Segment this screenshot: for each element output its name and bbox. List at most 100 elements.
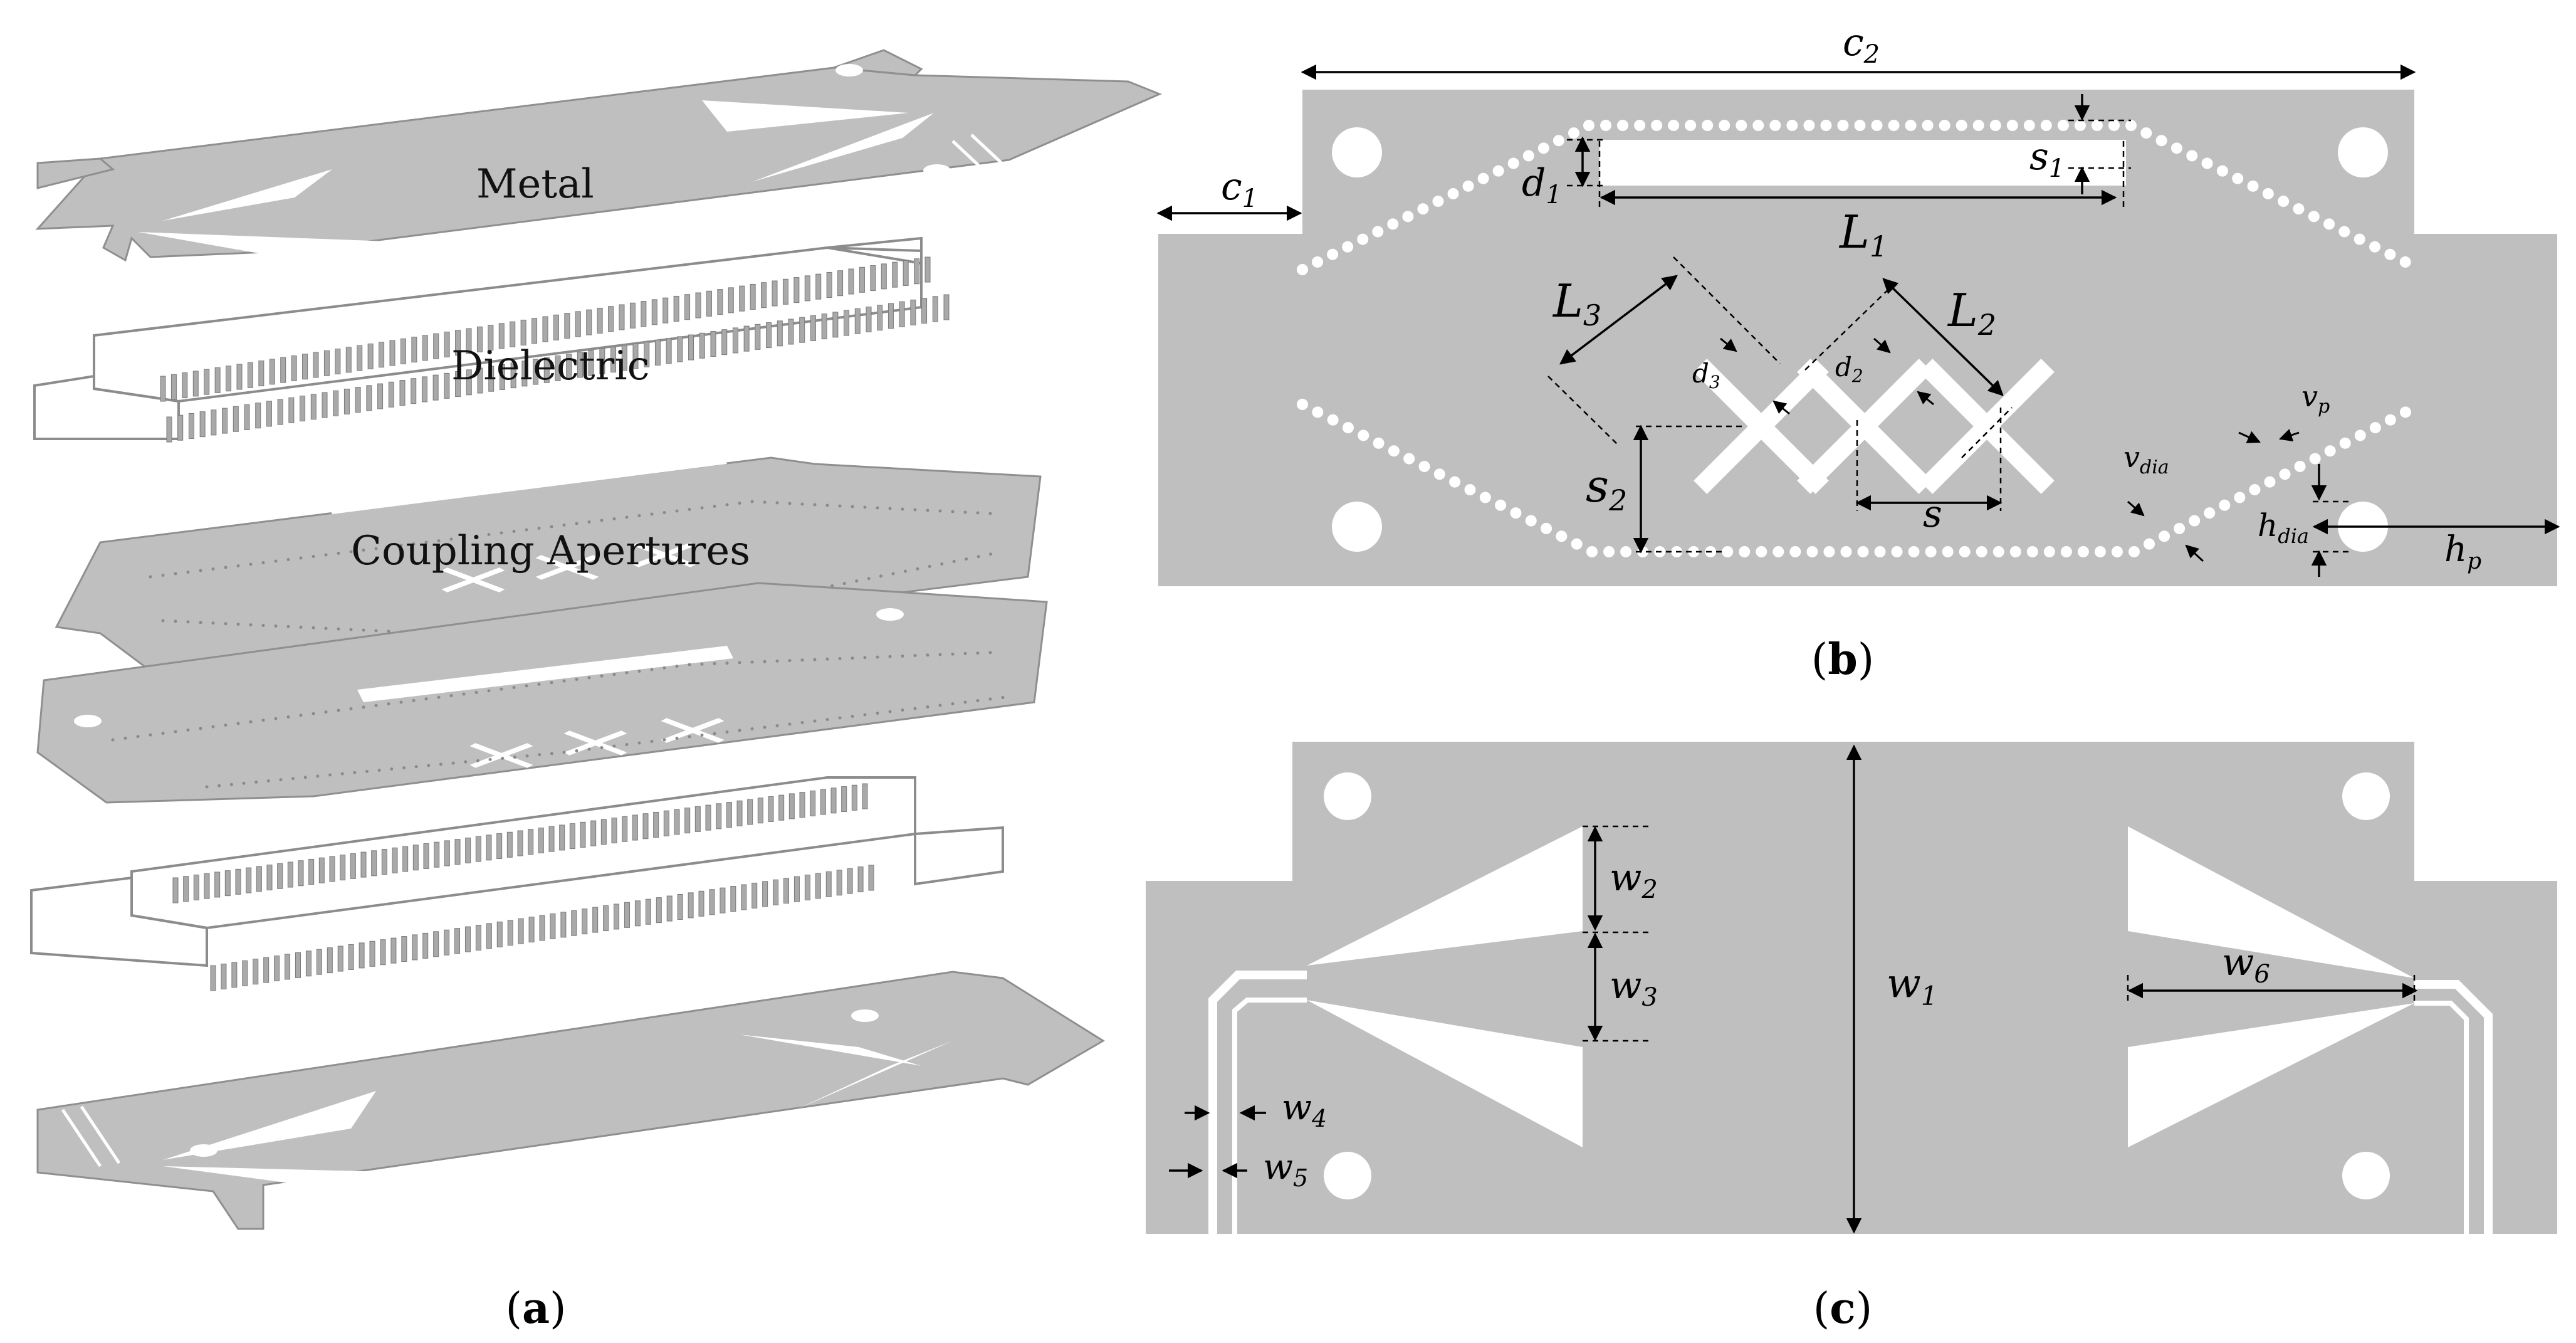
via-post (851, 784, 857, 811)
via-post (821, 313, 827, 340)
via-dot (362, 705, 365, 709)
via-dot (713, 505, 716, 508)
via (1871, 120, 1883, 131)
via (1492, 165, 1504, 177)
via (1586, 546, 1598, 557)
via-dot (913, 707, 917, 710)
via-post (799, 317, 805, 343)
via-dot (324, 710, 328, 714)
via-dot (211, 567, 215, 571)
cross-slot-bar-b (661, 718, 725, 743)
via-dot (236, 722, 240, 725)
via (2026, 546, 2038, 557)
via-post (793, 876, 800, 902)
via-dot (675, 737, 679, 740)
via (2077, 546, 2089, 557)
via-post (694, 806, 701, 832)
via (2264, 476, 2276, 488)
via-post (750, 283, 756, 310)
via-post (611, 818, 617, 844)
via (2232, 172, 2244, 184)
via (1789, 546, 1801, 557)
via (2074, 120, 2086, 131)
via-dot (474, 534, 478, 538)
via-post (222, 408, 228, 434)
via (1556, 530, 1568, 542)
via-dot (123, 736, 127, 740)
via (2009, 546, 2021, 557)
via-post (559, 824, 565, 851)
via-post (836, 870, 842, 896)
via (1837, 120, 1849, 131)
via-post (810, 790, 816, 816)
via-post (622, 816, 628, 842)
via (1464, 484, 1476, 496)
via-dot (328, 773, 332, 777)
via-dot (575, 749, 579, 752)
via (1372, 226, 1384, 238)
via-post (455, 330, 461, 356)
via (2216, 165, 2228, 177)
cross-slot-bar-b (535, 555, 599, 580)
cross-slot (632, 542, 696, 567)
via-post (302, 354, 308, 380)
via-dot (488, 757, 492, 761)
via-dot (149, 575, 152, 579)
via-post (310, 394, 317, 420)
via-dot (537, 682, 541, 686)
via-post (233, 406, 239, 432)
via-dot (501, 756, 505, 760)
via-post (684, 294, 691, 320)
via-post (327, 947, 333, 974)
via-dot (217, 784, 221, 787)
via (1634, 120, 1646, 131)
via (1651, 120, 1663, 131)
via-dot (249, 623, 253, 627)
via-post (313, 352, 319, 378)
label-c1: c1 (1221, 165, 1258, 213)
label-d3: d3 (1692, 358, 1720, 392)
via-dot (891, 572, 895, 576)
via-post (285, 954, 291, 980)
via-post (486, 835, 492, 861)
via-post (610, 347, 617, 373)
cross-slot (661, 718, 725, 743)
via-dot (838, 656, 842, 660)
via-dot (562, 524, 566, 527)
via-dot (637, 514, 641, 517)
via-dot (775, 659, 779, 663)
via-post (548, 826, 555, 852)
via-post (564, 313, 570, 339)
via-post (291, 355, 297, 381)
via-dot (390, 767, 394, 771)
via-post (550, 913, 556, 939)
via (2247, 180, 2259, 192)
via-dot (211, 621, 215, 625)
via-post (266, 865, 273, 891)
via-dot (988, 651, 992, 655)
via-post (866, 307, 872, 332)
via-post (804, 275, 810, 302)
via-dot (224, 566, 228, 569)
via-post (422, 932, 429, 959)
via (1297, 399, 1308, 410)
via-dot (637, 669, 641, 673)
via-post (736, 800, 743, 826)
via-dot (512, 686, 516, 690)
via-post (466, 328, 472, 354)
via (2384, 414, 2396, 426)
via-dot (387, 702, 390, 706)
via (1552, 135, 1564, 147)
via-post (705, 804, 711, 831)
via-post (170, 374, 177, 400)
via (2384, 248, 2396, 260)
via-dot (242, 781, 246, 785)
via-post (543, 357, 550, 383)
panel-a-exploded-view: Metal Dielectric Coupling Apertures (30, 49, 1162, 1334)
via-dot (825, 657, 829, 661)
label-w2: w2 (1610, 856, 1658, 904)
via-post (360, 851, 367, 878)
via (1402, 211, 1414, 223)
via-post (507, 920, 513, 946)
via-dot (512, 530, 516, 533)
